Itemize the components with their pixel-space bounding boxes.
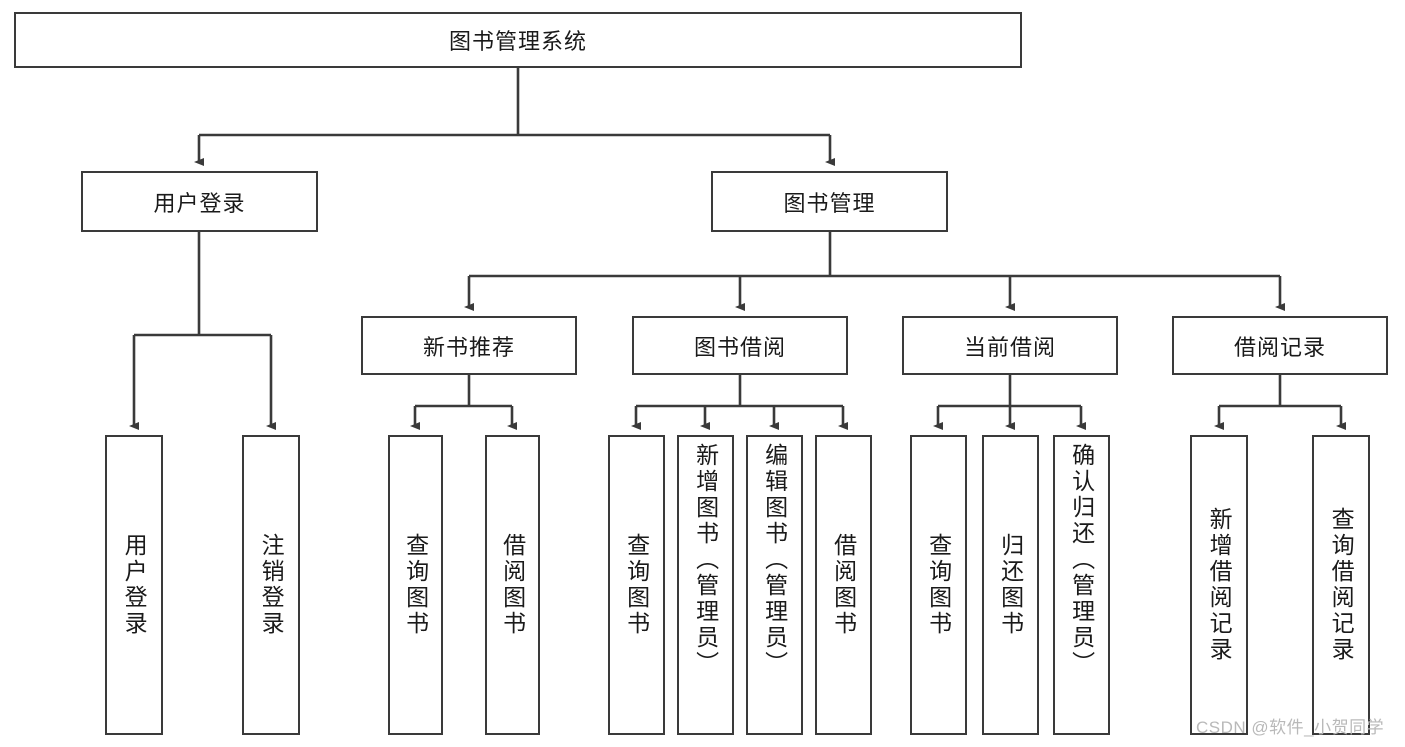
node-label: 图书借阅 xyxy=(693,334,786,360)
node-current-borrow[interactable]: 当前借阅 xyxy=(902,316,1118,375)
leaf-query-book-borrow[interactable]: 查询图书 xyxy=(608,435,665,735)
node-label: 查询图书 xyxy=(402,533,429,637)
leaf-query-book-current[interactable]: 查询图书 xyxy=(910,435,967,735)
node-label: 编辑图书（管理员） xyxy=(761,443,788,677)
node-label: 查询借阅记录 xyxy=(1328,507,1355,663)
node-root-book-management-system[interactable]: 图书管理系统 xyxy=(14,12,1022,68)
csdn-watermark: CSDN @软件_小贺同学 xyxy=(1196,718,1385,737)
node-label: 查询图书 xyxy=(623,533,650,637)
node-book-management[interactable]: 图书管理 xyxy=(711,171,948,232)
node-label: 当前借阅 xyxy=(963,334,1056,360)
leaf-user-login[interactable]: 用户登录 xyxy=(105,435,163,735)
node-label: 用户登录 xyxy=(121,533,148,637)
leaf-query-borrow-record[interactable]: 查询借阅记录 xyxy=(1312,435,1370,735)
node-label: 归还图书 xyxy=(997,533,1024,637)
leaf-return-book[interactable]: 归还图书 xyxy=(982,435,1039,735)
leaf-user-logout[interactable]: 注销登录 xyxy=(242,435,300,735)
node-new-book-recommend[interactable]: 新书推荐 xyxy=(361,316,577,375)
node-label: 图书管理系统 xyxy=(448,29,587,54)
leaf-query-book-recommend[interactable]: 查询图书 xyxy=(388,435,443,735)
node-label: 用户登录 xyxy=(153,190,246,216)
leaf-lend-book[interactable]: 借阅图书 xyxy=(815,435,872,735)
node-label: 确认归还（管理员） xyxy=(1068,443,1095,677)
node-user-login[interactable]: 用户登录 xyxy=(81,171,318,232)
node-label: 新增借阅记录 xyxy=(1206,507,1233,663)
node-label: 图书管理 xyxy=(783,190,876,216)
leaf-confirm-return-admin[interactable]: 确认归还（管理员） xyxy=(1053,435,1110,735)
node-label: 借阅记录 xyxy=(1233,334,1326,360)
leaf-edit-book-admin[interactable]: 编辑图书（管理员） xyxy=(746,435,803,735)
leaf-add-book-admin[interactable]: 新增图书（管理员） xyxy=(677,435,734,735)
node-label: 借阅图书 xyxy=(499,533,526,637)
node-label: 查询图书 xyxy=(925,533,952,637)
node-label: 注销登录 xyxy=(258,533,285,637)
node-label: 新增图书（管理员） xyxy=(692,443,719,677)
leaf-add-borrow-record[interactable]: 新增借阅记录 xyxy=(1190,435,1248,735)
node-borrow-records[interactable]: 借阅记录 xyxy=(1172,316,1388,375)
node-label: 新书推荐 xyxy=(422,334,515,360)
node-label: 借阅图书 xyxy=(830,533,857,637)
leaf-borrow-book-recommend[interactable]: 借阅图书 xyxy=(485,435,540,735)
node-book-borrow[interactable]: 图书借阅 xyxy=(632,316,848,375)
